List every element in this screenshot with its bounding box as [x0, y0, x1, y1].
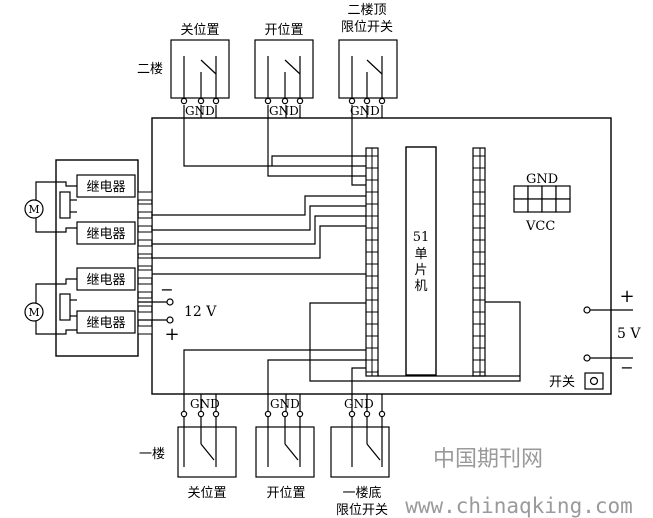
power-connector: GND VCC — [513, 172, 571, 234]
relay-2: 继电器 — [76, 221, 136, 245]
switch-label: 开关 — [549, 375, 575, 390]
power-switch: 开关 — [549, 372, 604, 390]
relay-label: 继电器 — [86, 180, 125, 195]
gnd-label: GND — [526, 172, 558, 187]
motor-1: M — [24, 199, 44, 219]
mcu-label: 51 — [413, 230, 430, 245]
relay-label: 继电器 — [86, 227, 125, 242]
plus-sign: + — [164, 324, 179, 345]
mcu-label: 机 — [414, 279, 427, 294]
power-5v: + 5 V − — [583, 286, 641, 377]
voltage-label: 5 V — [617, 326, 641, 342]
pin-header-right — [472, 147, 486, 377]
switch-caption: 关位置 — [187, 486, 226, 501]
minus-sign: − — [620, 358, 633, 377]
minus-sign: − — [160, 280, 173, 299]
vcc-label: VCC — [525, 219, 555, 234]
switch-caption-line1: 二楼顶 — [347, 3, 386, 18]
switch-caption-line2: 限位开关 — [341, 20, 393, 35]
gnd-label: GND — [344, 397, 374, 411]
switch-caption: 开位置 — [264, 23, 303, 38]
power-12v: − + 12 V — [138, 280, 217, 345]
gnd-label: GND — [190, 397, 220, 411]
voltage-label: 12 V — [184, 304, 217, 320]
relay-label: 继电器 — [86, 273, 125, 288]
motor-label: M — [28, 203, 39, 216]
watermark-url: www.chinaqking.com — [405, 494, 633, 518]
watermark-cn: 中国期刊网 — [433, 447, 543, 472]
top-limit-switch: 二楼顶 限位开关 GND — [338, 3, 398, 118]
motor-2: M — [24, 302, 44, 322]
relay-4: 继电器 — [76, 310, 136, 334]
switch-caption-line2: 限位开关 — [336, 503, 388, 518]
bottom-limit-switch: GND 一楼底 限位开关 — [330, 397, 390, 518]
relay-1: 继电器 — [76, 174, 136, 198]
pin-header-left — [365, 147, 379, 377]
top-switch-open: 开位置 GND — [254, 23, 314, 118]
bottom-signal-wires — [183, 301, 521, 413]
mcu-label: 单 — [414, 247, 427, 262]
gnd-label: GND — [269, 104, 299, 118]
gnd-label: GND — [350, 104, 380, 118]
relay-label: 继电器 — [86, 316, 125, 331]
floor-label: 二楼 — [137, 62, 163, 77]
motor-label: M — [28, 306, 39, 319]
gnd-label: GND — [270, 397, 300, 411]
bottom-switch-close: GND 一楼 关位置 — [139, 397, 237, 501]
bottom-switch-open: GND 开位置 — [255, 397, 315, 501]
top-switch-close: 关位置 二楼 GND — [137, 23, 230, 118]
plus-sign: + — [619, 286, 634, 307]
switch-caption-line1: 一楼底 — [342, 485, 381, 501]
switch-caption: 开位置 — [266, 486, 305, 501]
relay-3: 继电器 — [76, 267, 136, 291]
top-signal-wires — [152, 105, 383, 275]
main-board — [151, 117, 612, 395]
gnd-label: GND — [185, 104, 215, 118]
relay-pin-strip — [137, 191, 153, 335]
floor-label: 一楼 — [139, 447, 165, 462]
mcu-chip: 51 单 片 机 — [405, 146, 437, 376]
mcu-label: 片 — [414, 263, 427, 278]
switch-caption: 关位置 — [180, 23, 219, 38]
